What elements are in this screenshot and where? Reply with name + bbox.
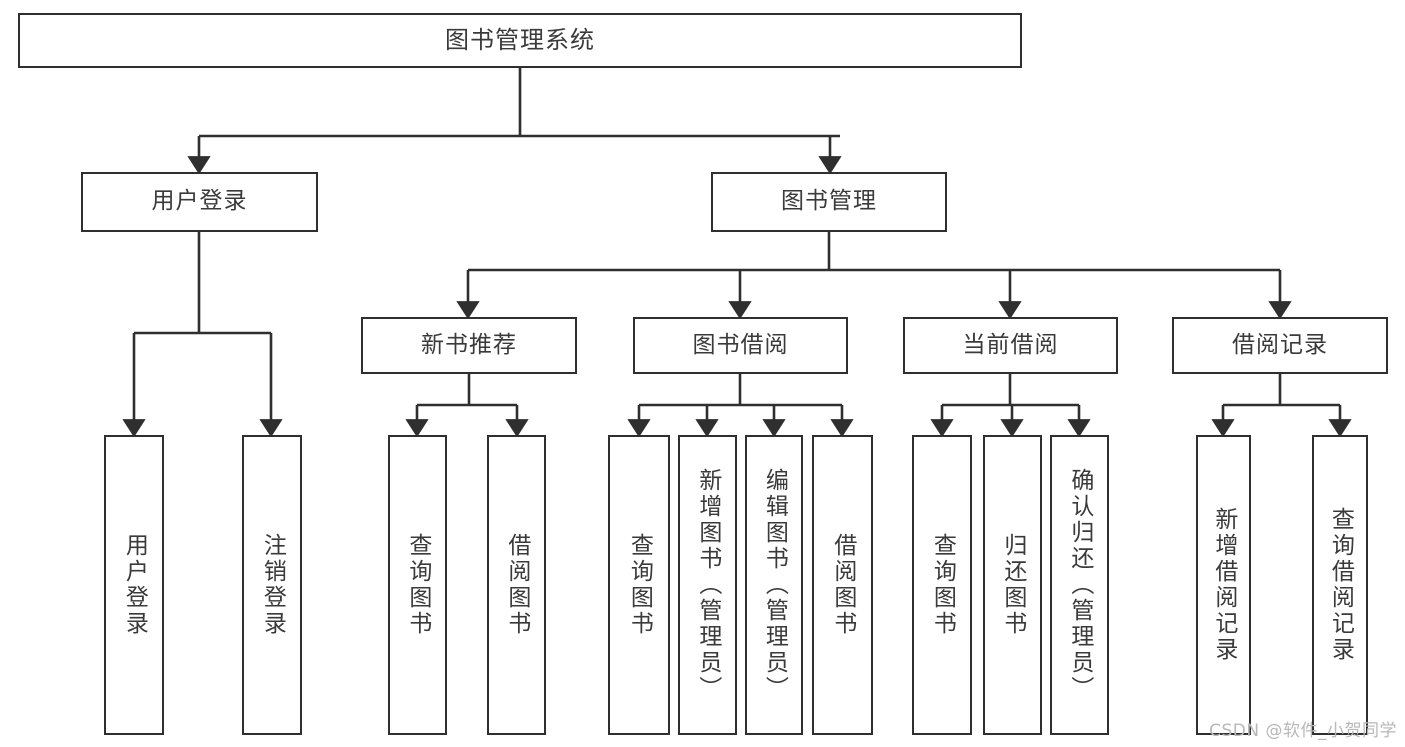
node-leaf-add-book-admin-label: 新增图书（管理员） <box>694 468 721 702</box>
node-leaf-confirm-return-label: 确认归还（管理员） <box>1066 468 1093 702</box>
node-leaf-query-book-1-label: 查询图书 <box>404 533 431 637</box>
node-leaf-borrow-book-2-label: 借阅图书 <box>829 533 856 637</box>
node-leaf-return-book[interactable]: 归还图书 <box>983 435 1042 735</box>
node-leaf-return-book-label: 归还图书 <box>999 533 1026 637</box>
node-current-borrow-label: 当前借阅 <box>962 331 1059 358</box>
node-root[interactable]: 图书管理系统 <box>18 13 1022 68</box>
node-borrow-record[interactable]: 借阅记录 <box>1172 317 1388 374</box>
node-borrow-record-label: 借阅记录 <box>1232 331 1328 358</box>
node-leaf-user-login-label: 用户登录 <box>121 533 148 637</box>
node-root-label: 图书管理系统 <box>445 26 595 55</box>
node-leaf-query-book-1[interactable]: 查询图书 <box>388 435 447 735</box>
node-leaf-edit-book-admin-label: 编辑图书（管理员） <box>761 468 788 702</box>
node-leaf-query-book-3-label: 查询图书 <box>929 533 956 637</box>
node-leaf-borrow-book-1-label: 借阅图书 <box>503 533 530 637</box>
node-leaf-logout-login-label: 注销登录 <box>259 533 286 637</box>
node-book-manage[interactable]: 图书管理 <box>711 172 947 232</box>
node-new-book-recommend-label: 新书推荐 <box>421 331 517 358</box>
node-leaf-user-login[interactable]: 用户登录 <box>104 435 164 735</box>
watermark: CSDN @软件_小贺同学 <box>1209 721 1397 741</box>
node-user-login[interactable]: 用户登录 <box>81 172 318 232</box>
node-leaf-edit-book-admin[interactable]: 编辑图书（管理员） <box>745 435 803 735</box>
node-leaf-query-book-3[interactable]: 查询图书 <box>912 435 972 735</box>
node-user-login-label: 用户登录 <box>151 188 248 215</box>
node-leaf-query-book-2-label: 查询图书 <box>626 533 653 637</box>
node-leaf-confirm-return[interactable]: 确认归还（管理员） <box>1050 435 1109 735</box>
node-leaf-query-borrow-record-label: 查询借阅记录 <box>1327 507 1354 663</box>
node-leaf-add-borrow-record-label: 新增借阅记录 <box>1210 507 1237 663</box>
node-leaf-borrow-book-2[interactable]: 借阅图书 <box>812 435 873 735</box>
node-book-manage-label: 图书管理 <box>781 188 877 215</box>
node-new-book-recommend[interactable]: 新书推荐 <box>361 317 577 374</box>
node-leaf-logout-login[interactable]: 注销登录 <box>242 435 302 735</box>
node-book-borrow-label: 图书借阅 <box>692 331 789 358</box>
node-leaf-add-borrow-record[interactable]: 新增借阅记录 <box>1196 435 1251 735</box>
node-current-borrow[interactable]: 当前借阅 <box>903 317 1118 374</box>
node-leaf-borrow-book-1[interactable]: 借阅图书 <box>487 435 546 735</box>
node-book-borrow[interactable]: 图书借阅 <box>633 317 848 374</box>
node-leaf-query-book-2[interactable]: 查询图书 <box>608 435 670 735</box>
node-leaf-query-borrow-record[interactable]: 查询借阅记录 <box>1312 435 1368 735</box>
node-leaf-add-book-admin[interactable]: 新增图书（管理员） <box>678 435 737 735</box>
